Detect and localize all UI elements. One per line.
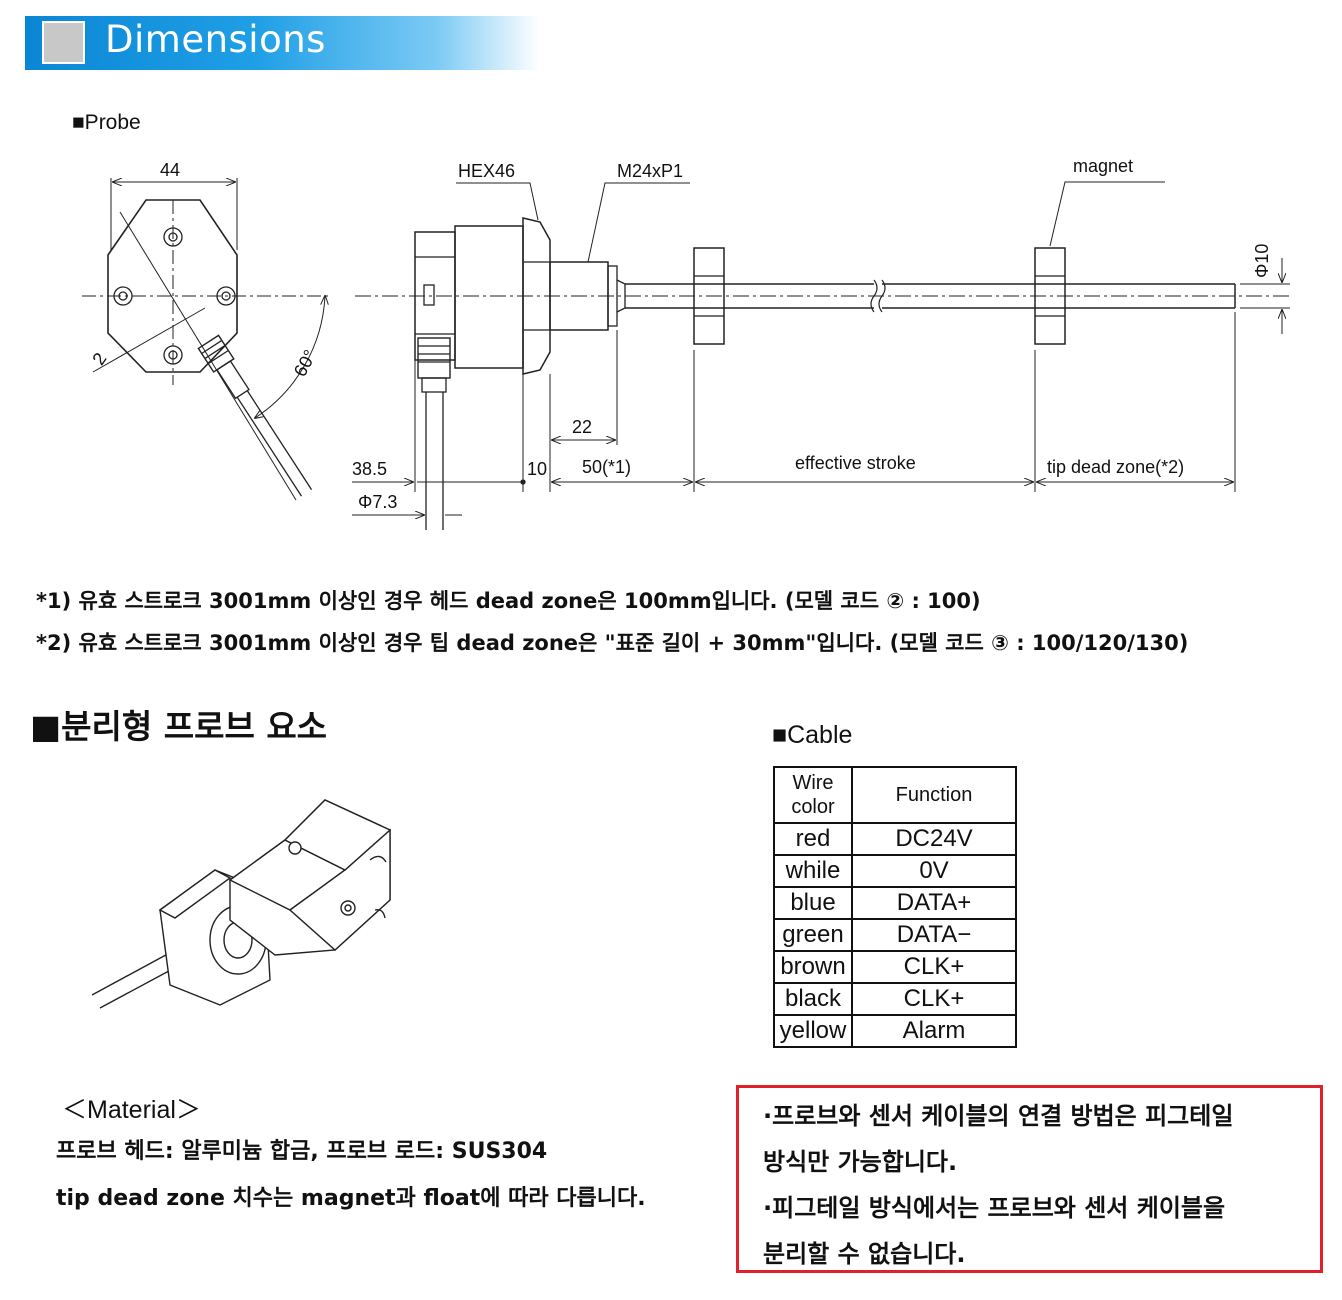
function-cell: DATA− <box>851 918 1017 952</box>
notice-line-3: ·피그테일 방식에서는 프로브와 센서 케이블을 <box>763 1194 1226 1222</box>
section-banner: Dimensions <box>25 16 540 70</box>
probe-dimension-drawing: 44 2 60° HEX46 M24xP1 magnet Φ10 22 38.5… <box>82 156 1290 530</box>
cable-label: ■Cable <box>772 721 853 749</box>
thread-label: M24xP1 <box>617 161 683 181</box>
wire-color-cell: while <box>773 854 853 888</box>
tip-dead-zone-label: tip dead zone(*2) <box>1047 457 1184 477</box>
probe-element-illustration <box>91 799 392 1009</box>
dim-38-5: 38.5 <box>352 459 387 479</box>
banner-square-icon <box>42 21 85 64</box>
table-header-row: Wire color Function <box>773 766 1017 824</box>
phi7-3-label: Φ7.3 <box>358 492 397 512</box>
note-1: *1) 유효 스트로크 3001mm 이상인 경우 헤드 dead zone은 … <box>36 589 981 613</box>
notice-box: ·프로브와 센서 케이블의 연결 방법은 피그테일 방식만 가능합니다. ·피그… <box>736 1085 1323 1273</box>
dim-2: 2 <box>88 349 110 369</box>
material-line-1: 프로브 헤드: 알루미늄 합금, 프로브 로드: SUS304 <box>56 1139 548 1164</box>
material-line-2: tip dead zone 치수는 magnet과 float에 따라 다릅니다… <box>56 1186 646 1211</box>
probe-label: ■Probe <box>72 111 141 134</box>
dim-60: 60° <box>290 346 320 379</box>
function-cell: CLK+ <box>851 982 1017 1016</box>
header-function: Function <box>851 766 1017 824</box>
magnet-label: magnet <box>1073 156 1133 176</box>
function-cell: 0V <box>851 854 1017 888</box>
note-2: *2) 유효 스트로크 3001mm 이상인 경우 팁 dead zone은 "… <box>36 631 1189 655</box>
dim-22: 22 <box>572 417 592 437</box>
dim-10: 10 <box>527 459 547 479</box>
dim-50: 50(*1) <box>582 457 631 477</box>
wire-color-cell: brown <box>773 950 853 984</box>
dim-44: 44 <box>160 160 180 180</box>
wire-color-cell: green <box>773 918 853 952</box>
effective-stroke-label: effective stroke <box>795 453 916 473</box>
notice-line-1: ·프로브와 센서 케이블의 연결 방법은 피그테일 <box>763 1102 1234 1130</box>
function-cell: DATA+ <box>851 886 1017 920</box>
wire-color-cell: red <box>773 822 853 856</box>
wire-color-cell: yellow <box>773 1014 853 1048</box>
notice-line-2: 방식만 가능합니다. <box>763 1148 958 1176</box>
phi10-label: Φ10 <box>1252 244 1272 278</box>
wire-color-cell: black <box>773 982 853 1016</box>
section-heading: ■분리형 프로브 요소 <box>30 707 328 746</box>
notice-line-4: 분리할 수 없습니다. <box>763 1240 966 1268</box>
function-cell: Alarm <box>851 1014 1017 1048</box>
function-cell: DC24V <box>851 822 1017 856</box>
page-title: Dimensions <box>105 18 326 61</box>
hex-label: HEX46 <box>458 161 515 181</box>
function-cell: CLK+ <box>851 950 1017 984</box>
wire-color-cell: blue <box>773 886 853 920</box>
header-wire-color: Wire color <box>773 766 853 824</box>
material-title: ＜Material＞ <box>62 1096 201 1124</box>
